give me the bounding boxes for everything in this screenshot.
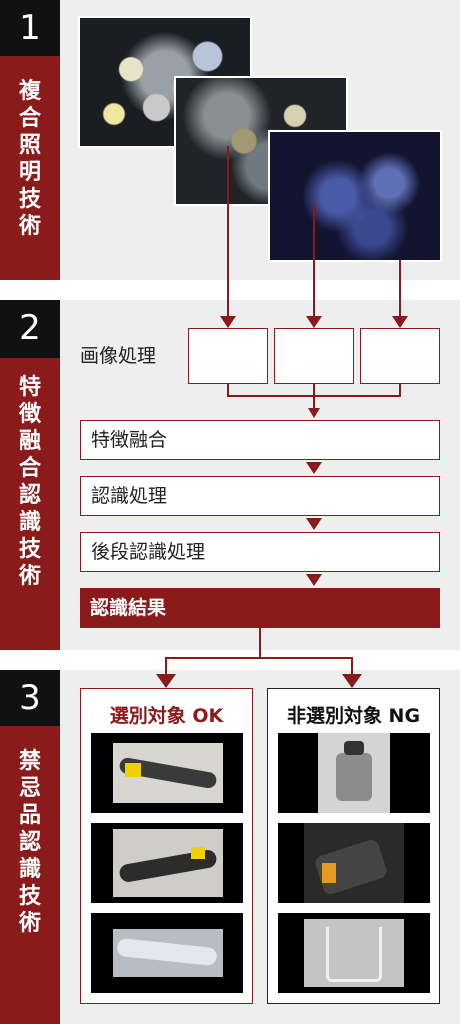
section-2-sidebar: 特徴融合認識技術: [0, 358, 60, 650]
step-post-recognition: 後段認識処理: [80, 532, 440, 572]
step-feature-fusion: 特徴融合: [80, 420, 440, 460]
section-1-number: 1: [0, 0, 60, 56]
ok-item-image-1: [91, 733, 243, 813]
section-1-title: 複合照明技術: [18, 79, 41, 239]
processing-box-3: [360, 328, 440, 384]
ng-item-image-2: [278, 823, 430, 903]
lighting-photo-3: [270, 132, 440, 260]
step-recognition: 認識処理: [80, 476, 440, 516]
ng-item-image-1: [278, 733, 430, 813]
ok-item-image-2: [91, 823, 243, 903]
section-3-number: 3: [0, 670, 60, 726]
ok-panel-title: 選別対象 OK: [109, 705, 224, 727]
section-2-number: 2: [0, 300, 60, 358]
section-2-title: 特徴融合認識技術: [18, 375, 41, 589]
section-1-sidebar: 複合照明技術: [0, 56, 60, 280]
recognition-result: 認識結果: [80, 588, 440, 628]
ok-item-image-3: [91, 913, 243, 993]
section-3-sidebar: 禁忌品認識技術: [0, 726, 60, 1024]
ng-item-image-3: [278, 913, 430, 993]
ng-panel-title: 非選別対象 NG: [286, 705, 421, 727]
section-3-title: 禁忌品認識技術: [18, 749, 41, 936]
processing-box-1: [188, 328, 268, 384]
image-processing-label: 画像処理: [80, 345, 157, 367]
processing-box-2: [274, 328, 354, 384]
